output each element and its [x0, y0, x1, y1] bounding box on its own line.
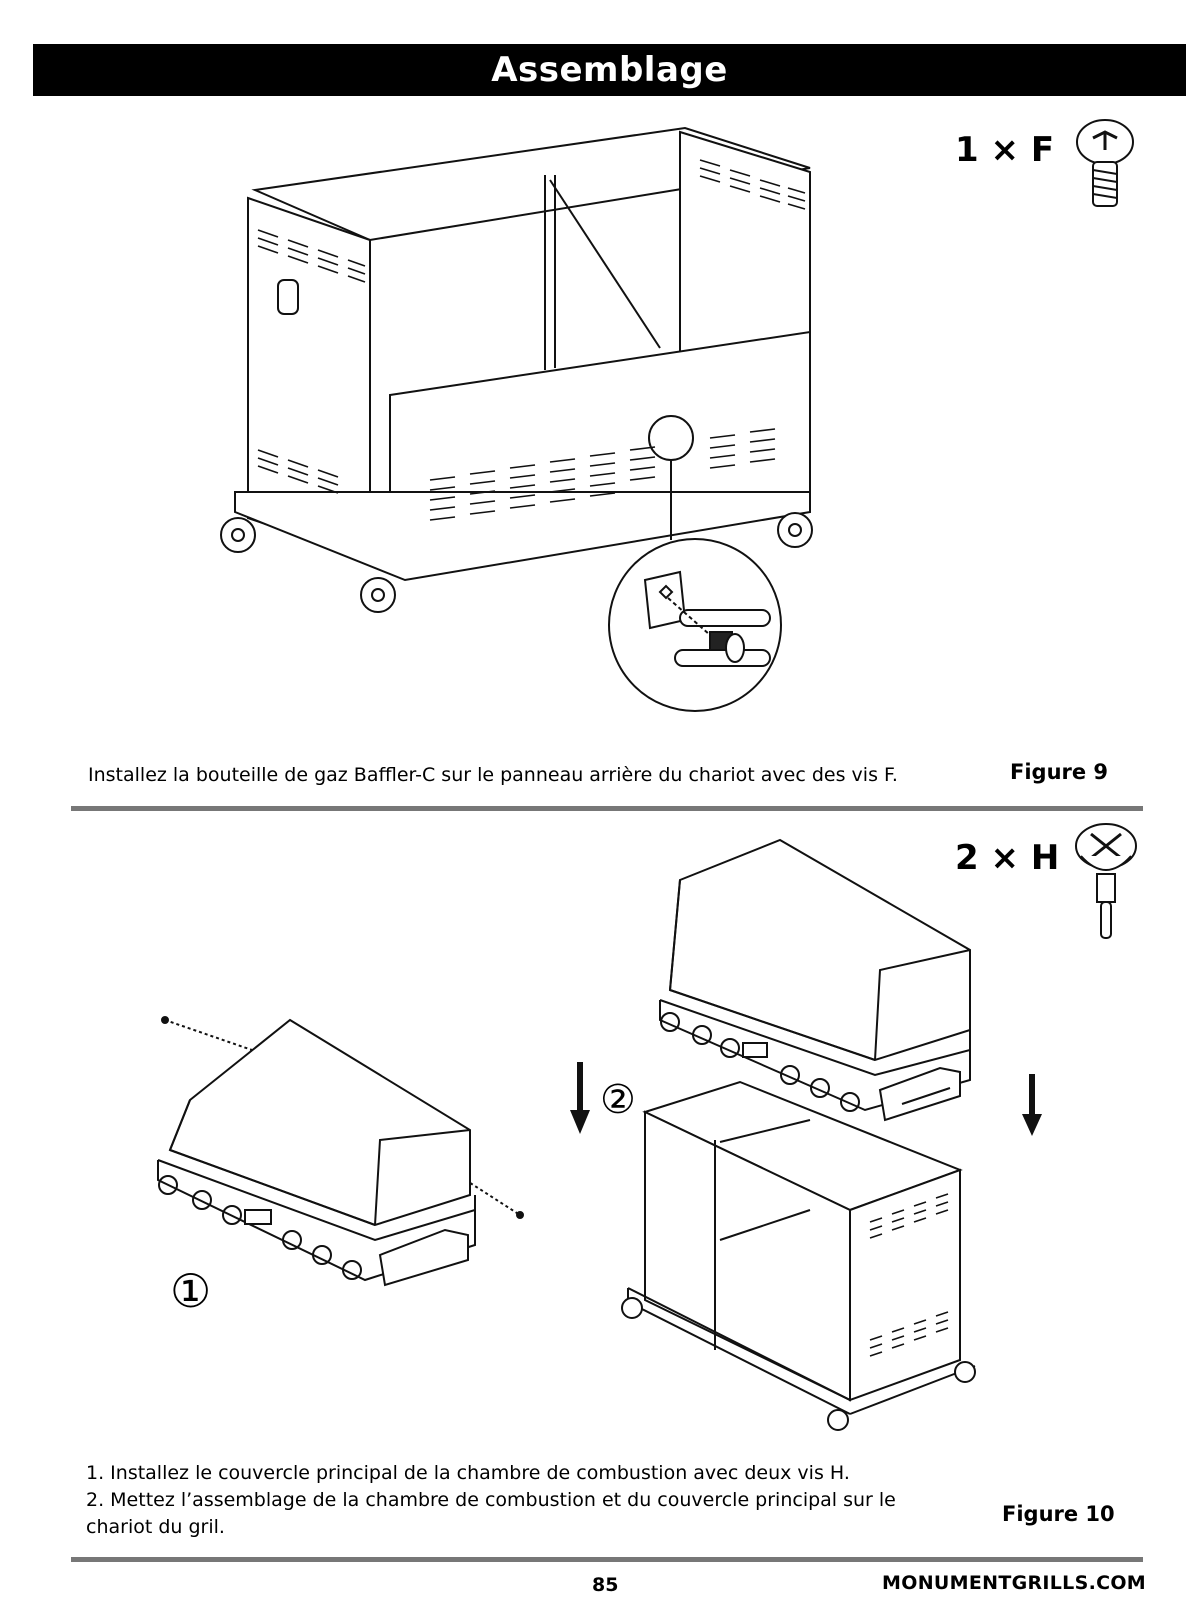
footer-divider — [71, 1557, 1143, 1562]
figure-10-cooker-raised — [640, 838, 990, 1170]
figure-9-caption: Installez la bouteille de gaz Baffler-C … — [88, 764, 898, 786]
screw-f-icon — [1075, 118, 1135, 210]
down-arrow-icon — [570, 1062, 590, 1134]
figure-9-cart-illustration — [210, 120, 850, 740]
step-2-marker: ② — [600, 1077, 636, 1123]
page-number: 85 — [592, 1574, 619, 1596]
screw-f-quantity: 1 × F — [955, 130, 1055, 170]
website-link[interactable]: MONUMENTGRILLS.COM — [882, 1572, 1146, 1594]
figure-10-cart — [620, 1080, 1000, 1440]
down-arrow-icon — [1022, 1074, 1042, 1136]
section-header: Assemblage — [33, 44, 1186, 96]
figure-10-caption: 1. Installez le couvercle principal de l… — [86, 1460, 966, 1541]
caption-line-1: 1. Installez le couvercle principal de l… — [86, 1462, 850, 1484]
section-title: Assemblage — [491, 50, 728, 90]
figure-10-label: Figure 10 — [1002, 1502, 1115, 1526]
caption-line-2: 2. Mettez l’assemblage de la chambre de … — [86, 1489, 896, 1511]
screw-h-icon — [1073, 822, 1139, 940]
caption-line-3: chariot du gril. — [86, 1516, 225, 1538]
figure-9-label: Figure 9 — [1010, 760, 1109, 784]
step-1-marker: ① — [170, 1264, 212, 1318]
figure-10-cooker-lid-install — [150, 1016, 540, 1360]
section-divider — [71, 806, 1143, 811]
screw-h-quantity: 2 × H — [955, 838, 1060, 878]
